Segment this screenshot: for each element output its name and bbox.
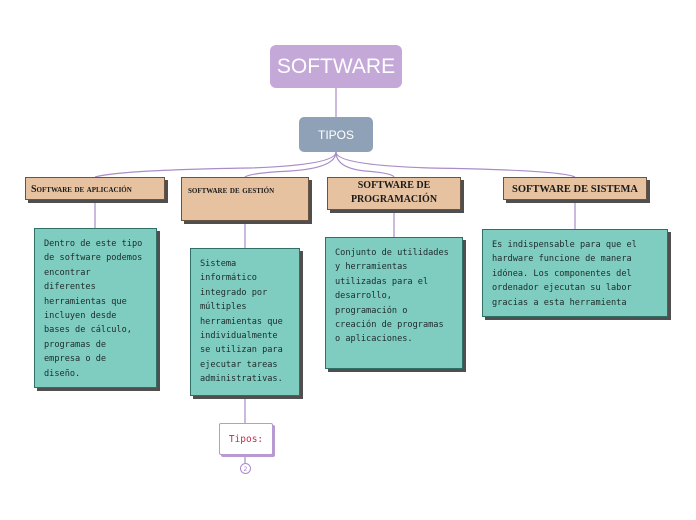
description-software-sistema[interactable]: Es indispensable para que el hardware fu… [482, 229, 668, 317]
connector-tipos-cat3 [335, 151, 395, 178]
connector-tipos-cat2 [244, 151, 337, 178]
connector-tipos-cat4 [335, 151, 576, 178]
category-software-programacion[interactable]: SOFTWARE DE PROGRAMACIÓN [327, 177, 461, 210]
collapsed-children-badge[interactable]: 2 [240, 463, 251, 474]
description-software-gestion[interactable]: Sistema informático integrado por múltip… [190, 248, 300, 396]
category-software-gestion[interactable]: software de gestión [181, 177, 309, 221]
tipos-node[interactable]: TIPOS [299, 117, 373, 152]
description-software-aplicacion[interactable]: Dentro de este tipo de software podemos … [34, 228, 157, 388]
description-software-programacion[interactable]: Conjunto de utilidades y herramientas ut… [325, 237, 463, 369]
category-software-aplicacion[interactable]: Software de aplicación [25, 177, 165, 200]
root-node-software[interactable]: SOFTWARE [270, 45, 402, 88]
subnode-tipos[interactable]: Tipos: [219, 423, 273, 455]
connector-tipos-cat1 [94, 151, 337, 178]
category-software-sistema[interactable]: SOFTWARE DE SISTEMA [503, 177, 647, 200]
